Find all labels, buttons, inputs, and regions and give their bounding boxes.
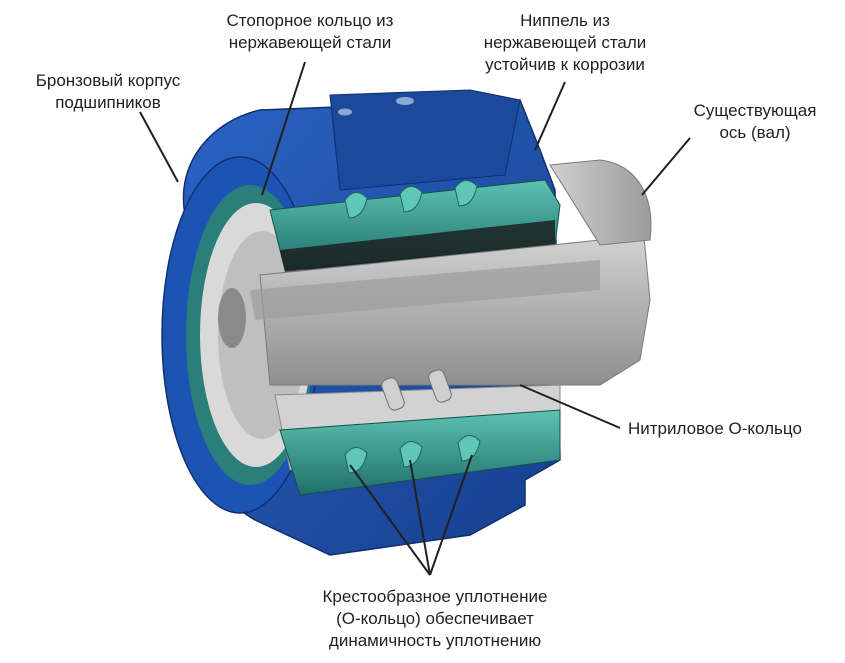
label-retaining-ring: Стопорное кольцо из нержавеющей стали (226, 11, 394, 52)
leader-retaining-ring (261, 61, 306, 196)
leader-cross-seal-1 (349, 464, 431, 576)
label-nitrile-oring: Нитриловое О-кольцо (628, 419, 802, 438)
leader-nitrile-oring (519, 384, 621, 429)
existing-shaft (218, 159, 652, 386)
leader-lines (139, 61, 691, 576)
upper-seal-section (269, 179, 561, 272)
label-existing-shaft: Существующая ось (вал) (693, 101, 817, 142)
label-cross-seal: Крестообразное уплотнение (О-кольцо) обе… (322, 587, 548, 650)
lower-seal-section (274, 369, 561, 496)
leader-nipple (534, 81, 566, 151)
leader-shaft (641, 137, 691, 196)
leader-bronze-housing (139, 111, 179, 183)
label-nipple: Ниппель из нержавеющей стали устойчив к … (483, 11, 647, 74)
leader-cross-seal-3 (429, 454, 473, 576)
leader-cross-seal-2 (409, 459, 431, 576)
label-bronze-housing: Бронзовый корпус подшипников (35, 71, 181, 112)
